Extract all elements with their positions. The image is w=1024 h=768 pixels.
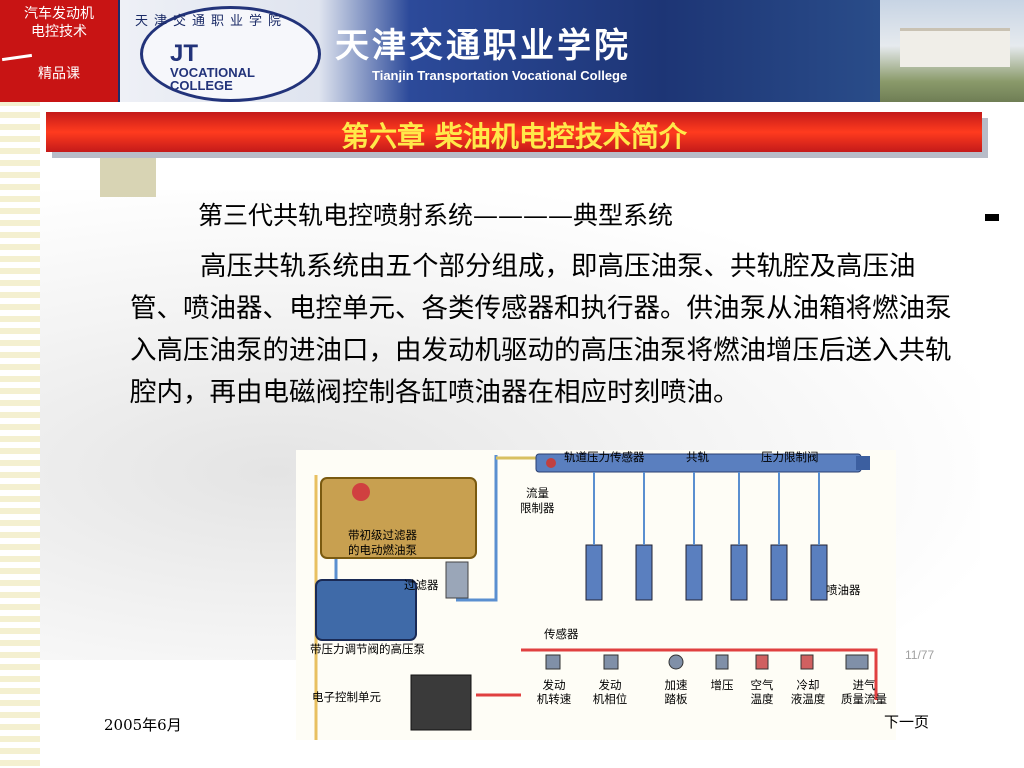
- label-sensor-air-temp-1: 空气: [750, 678, 774, 692]
- page-number: 11/77: [905, 648, 935, 662]
- hp-pump-icon: [315, 579, 417, 641]
- label-sensor-coolant: 冷却 液温度: [786, 678, 830, 706]
- sensor-icon-rpm: [545, 654, 561, 670]
- label-ecu: 电子控制单元: [312, 690, 381, 704]
- badge-mark: [1, 53, 33, 62]
- sensor-signal-line: [521, 648, 878, 700]
- ecu-icon: [410, 674, 472, 731]
- sensor-icon-phase: [603, 654, 619, 670]
- label-tank-pump-1: 带初级过滤器: [348, 528, 417, 542]
- filter-line: [456, 525, 498, 602]
- chapter-title-bar: 第六章 柴油机电控技术简介: [46, 112, 982, 153]
- common-rail-diagram: 轨道压力传感器 共轨 压力限制阀 流量 限制器 带初级过滤器 的电动燃油泵 过滤…: [296, 450, 896, 740]
- campus-photo: [880, 0, 1024, 102]
- body-paragraph: 高压共轨系统由五个部分组成，即高压油泵、共轨腔及高压油管、喷油器、电控单元、各类…: [130, 251, 952, 408]
- label-sensor-rpm-2: 机转速: [536, 692, 572, 706]
- course-badge: 汽车发动机 电控技术 精品课: [0, 0, 118, 102]
- diagram-graphics: [314, 453, 878, 740]
- label-sensor-mass-flow-1: 进气: [852, 678, 876, 692]
- course-badge-line1: 汽车发动机: [24, 6, 94, 22]
- label-sensor-phase: 发动 机相位: [592, 678, 628, 706]
- label-sensor-mass-flow-2: 质量流量: [841, 692, 887, 706]
- course-badge-line3: 精品课: [38, 66, 80, 82]
- logo-line2: VOCATIONAL: [170, 65, 255, 80]
- school-name-cn: 天津交通职业学院: [335, 26, 631, 66]
- sensor-icon-mass-flow: [845, 654, 869, 670]
- injector-2: [635, 544, 653, 601]
- injector-3: [685, 544, 703, 601]
- label-flow-limiter-2: 限制器: [520, 501, 555, 515]
- logo-line3: COLLEGE: [170, 78, 233, 93]
- label-sensor-pedal-1: 加速: [664, 678, 688, 692]
- rail-pressure-sensor-icon: [546, 458, 556, 468]
- injector-group: [585, 544, 828, 601]
- injector-1: [585, 544, 603, 601]
- logo-text: JT VOCATIONAL COLLEGE: [170, 40, 255, 93]
- logo-line1: JT: [170, 40, 199, 67]
- next-page-link[interactable]: 下一页: [884, 713, 930, 731]
- school-logo: [140, 6, 321, 102]
- section-subtitle: 第三代共轨电控喷射系统————典型系统: [198, 201, 674, 230]
- label-rail-sensor: 轨道压力传感器: [564, 450, 645, 464]
- pressure-limit-valve-icon: [856, 456, 870, 470]
- injector-6: [810, 544, 828, 601]
- label-common-rail: 共轨: [686, 450, 709, 464]
- label-sensor-rpm: 发动 机转速: [536, 678, 572, 706]
- sensor-icon-pedal: [668, 654, 684, 670]
- chapter-title: 第六章 柴油机电控技术简介: [341, 120, 687, 153]
- label-injector: 喷油器: [826, 583, 861, 597]
- logo-top-text: 天津交通职业学院: [135, 14, 288, 29]
- sensor-icon-coolant: [800, 654, 814, 670]
- injector-lines: [593, 472, 820, 545]
- left-stripe-decoration: [0, 100, 40, 768]
- electric-pump-icon: [352, 483, 370, 501]
- label-sensor-air-temp-2: 温度: [750, 692, 774, 706]
- filter-icon: [445, 561, 469, 599]
- page-mark: [985, 214, 999, 221]
- footer-date: 2005年6月: [104, 716, 182, 734]
- label-sensor-phase-2: 机相位: [592, 692, 628, 706]
- label-sensor-boost: 增压: [706, 678, 738, 692]
- label-sensors: 传感器: [544, 627, 579, 641]
- course-badge-line2: 电控技术: [31, 24, 87, 40]
- label-pressure-limit: 压力限制阀: [761, 450, 819, 464]
- label-sensor-rpm-1: 发动: [542, 678, 566, 692]
- label-sensor-coolant-2: 液温度: [790, 692, 826, 706]
- label-sensor-boost-1: 增压: [710, 678, 734, 692]
- sensor-icon-air-temp: [755, 654, 769, 670]
- injector-5: [770, 544, 788, 601]
- label-sensor-phase-1: 发动: [598, 678, 622, 692]
- label-sensor-mass-flow: 进气 质量流量: [836, 678, 892, 706]
- sensor-icon-boost: [715, 654, 729, 670]
- label-sensor-air-temp: 空气 温度: [744, 678, 780, 706]
- label-filter: 过滤器: [404, 578, 439, 592]
- label-hp-pump: 带压力调节阀的高压泵: [310, 642, 425, 656]
- label-flow-limiter-1: 流量: [526, 486, 549, 500]
- injector-4: [730, 544, 748, 601]
- school-name-en: Tianjin Transportation Vocational Colleg…: [372, 68, 628, 83]
- header-bar: 天津交通职业学院 JT VOCATIONAL COLLEGE 天津交通职业学院 …: [0, 0, 1024, 102]
- title-shadow-block: [100, 145, 156, 197]
- label-tank-pump-2: 的电动燃油泵: [348, 543, 417, 557]
- label-sensor-pedal: 加速 踏板: [658, 678, 694, 706]
- label-sensor-pedal-2: 踏板: [664, 692, 688, 706]
- sensor-icons: [545, 654, 869, 670]
- label-sensor-coolant-1: 冷却: [796, 678, 820, 692]
- campus-building: [900, 28, 1010, 67]
